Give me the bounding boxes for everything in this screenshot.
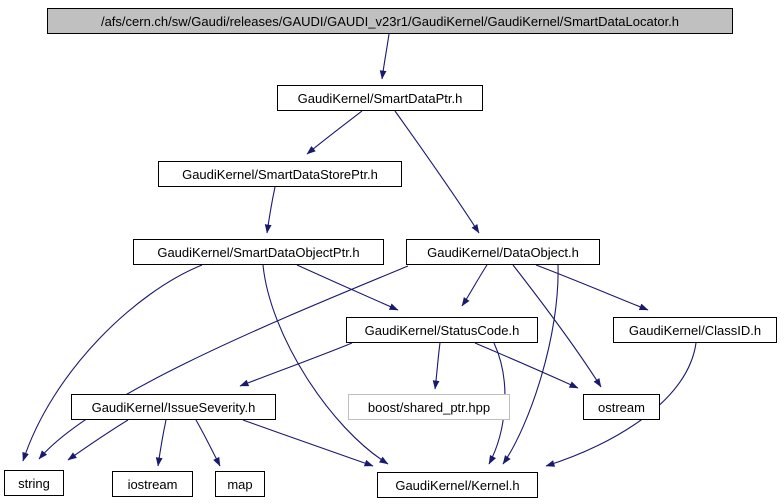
edge-issueseverity-iostream (155, 419, 167, 467)
edge-smartdataptr-dataobject (394, 110, 480, 234)
node-smartdatastoreptr[interactable]: GaudiKernel/SmartDataStorePtr.h (158, 161, 402, 187)
node-string: string (4, 470, 64, 496)
edge-smartdatastoreptr-smartdataobjectptr (264, 186, 276, 234)
edge-statuscode-boost (432, 342, 441, 390)
node-boost-shared-ptr: boost/shared_ptr.hpp (348, 394, 510, 420)
edge-smartdataobjectptr-kernel (262, 264, 389, 465)
node-map: map (215, 471, 265, 497)
edge-dataobject-kernel (502, 264, 559, 465)
edge-issueseverity-kernel (242, 419, 374, 467)
edge-smartdataptr-smartdatastoreptr (306, 110, 363, 155)
edge-smartdatalocator-smartdataptr (379, 33, 390, 80)
edge-issueseverity-map (195, 419, 221, 467)
edge-dataobject-statuscode (461, 264, 488, 307)
node-issueseverity[interactable]: GaudiKernel/IssueSeverity.h (71, 394, 276, 420)
edge-dataobject-ostream (512, 264, 602, 388)
node-iostream: iostream (112, 471, 193, 497)
node-statuscode[interactable]: GaudiKernel/StatusCode.h (346, 317, 538, 343)
edge-dataobject-classid (535, 264, 649, 311)
edge-smartdataobjectptr-statuscode (296, 264, 399, 311)
edge-issueseverity-string (67, 419, 129, 461)
edge-statuscode-ostream (474, 342, 579, 389)
edge-statuscode-issueseverity (239, 342, 353, 387)
node-ostream: ostream (583, 394, 660, 420)
edge-dataobject-string (38, 265, 409, 460)
node-kernel[interactable]: GaudiKernel/Kernel.h (377, 472, 538, 498)
node-smartdataptr[interactable]: GaudiKernel/SmartDataPtr.h (277, 85, 483, 111)
node-classid[interactable]: GaudiKernel/ClassID.h (613, 317, 777, 343)
node-smartdatalocator: /afs/cern.ch/sw/Gaudi/releases/GAUDI/GAU… (47, 8, 733, 34)
node-smartdataobjectptr[interactable]: GaudiKernel/SmartDataObjectPtr.h (133, 239, 384, 265)
node-dataobject[interactable]: GaudiKernel/DataObject.h (406, 239, 600, 265)
edge-smartdataobjectptr-string (22, 264, 203, 462)
